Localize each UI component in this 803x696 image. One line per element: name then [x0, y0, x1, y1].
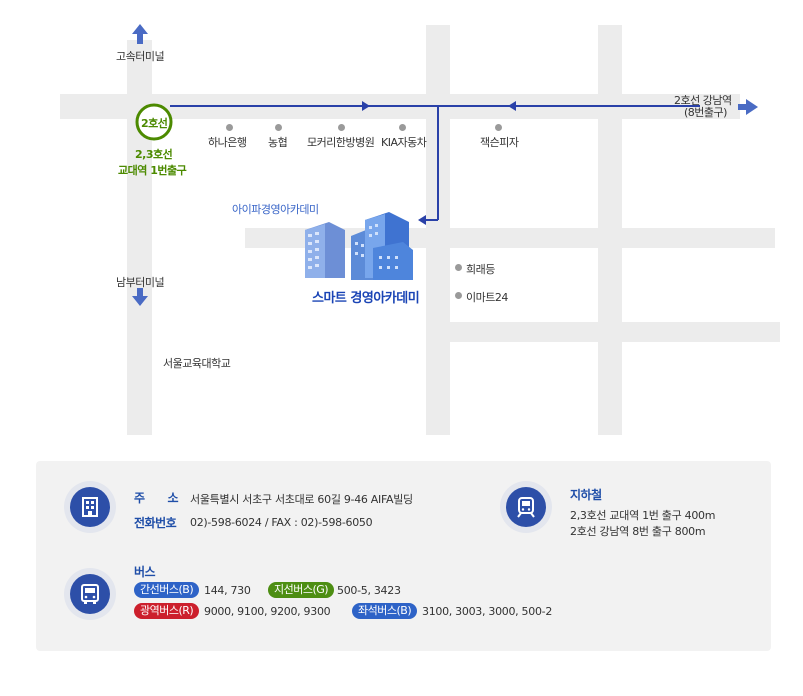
landmark-kia: KIA자동차 — [381, 136, 427, 149]
bus-badge-metro: 광역버스(R) — [134, 603, 200, 619]
landmark-nonghyup: 농협 — [268, 136, 288, 149]
academy-name: 스마트 경영아카데미 — [312, 291, 420, 306]
landmark-dot — [455, 292, 462, 299]
route-arrow-mid — [362, 101, 370, 111]
phone-label: 전화번호 — [134, 516, 177, 530]
landmark-emart24: 이마트24 — [466, 291, 508, 304]
landmark-huiraedeung: 희래등 — [466, 263, 495, 276]
label-south-terminal: 남부터미널 — [116, 276, 165, 289]
route-arrow-left — [418, 215, 426, 225]
bus-badge-trunk: 간선버스(B) — [134, 582, 200, 598]
landmark-jackson-pizza: 잭슨피자 — [480, 136, 519, 149]
landmark-dot — [455, 264, 462, 271]
down-arrow-icon — [132, 288, 148, 306]
station-line-text: 2,3호선 — [135, 148, 173, 161]
landmark-dot — [399, 124, 406, 131]
building-icon — [305, 212, 413, 280]
route-arrow-right — [508, 101, 516, 111]
lower-horizontal-road — [450, 322, 780, 342]
subway-icon — [500, 481, 552, 533]
landmark-dot — [495, 124, 502, 131]
address-value: 서울특별시 서초구 서초대로 60길 9-46 AIFA빌딩 — [190, 493, 413, 506]
up-arrow-icon — [132, 24, 148, 44]
route-svg — [132, 24, 758, 306]
info-panel: 주 소 서울특별시 서초구 서초대로 60길 9-46 AIFA빌딩 전화번호 … — [36, 461, 771, 651]
location-map: 고속터미널 남부터미널 서울교육대학교 2호선 2,3호선 교대역 1번출구 2… — [60, 24, 780, 435]
phone-value: 02)-598-6024 / FAX : 02)-598-6050 — [190, 516, 373, 529]
label-gangnam-station: 2호선 강남역 — [674, 94, 732, 107]
label-express-terminal: 고속터미널 — [116, 50, 165, 63]
subway-line-1: 2,3호선 교대역 1번 출구 400m — [570, 509, 716, 522]
landmark-hospital: 모커리한방병원 — [307, 136, 375, 149]
bus-routes-branch: 500-5, 3423 — [337, 584, 401, 597]
right-arrow-icon — [738, 99, 758, 115]
academy-small-label: 아이파경영아카데미 — [232, 203, 319, 216]
line2-badge-text: 2호선 — [141, 117, 168, 130]
bus-badge-seat: 좌석버스(B) — [352, 603, 418, 619]
bus-badge-branch: 지선버스(G) — [268, 582, 335, 598]
label-seoul-edu-university: 서울교육대학교 — [163, 357, 231, 370]
bus-routes-metro: 9000, 9100, 9200, 9300 — [204, 605, 331, 618]
subway-line-2: 2호선 강남역 8번 출구 800m — [570, 525, 706, 538]
bus-routes-trunk: 144, 730 — [204, 584, 251, 597]
landmark-dot — [275, 124, 282, 131]
bus-icon — [64, 568, 116, 620]
station-exit-text: 교대역 1번출구 — [118, 164, 187, 177]
label-gangnam-exit: (8번출구) — [684, 106, 727, 119]
subway-label: 지하철 — [570, 488, 602, 502]
bus-routes-seat: 3100, 3003, 3000, 500-2 — [422, 605, 553, 618]
landmark-hana-bank: 하나은행 — [208, 136, 247, 149]
address-label: 주 소 — [134, 491, 179, 505]
bus-label: 버스 — [134, 565, 156, 579]
address-icon — [64, 481, 116, 533]
landmark-dot — [338, 124, 345, 131]
landmark-dot — [226, 124, 233, 131]
line2-badge-circle — [135, 103, 173, 141]
